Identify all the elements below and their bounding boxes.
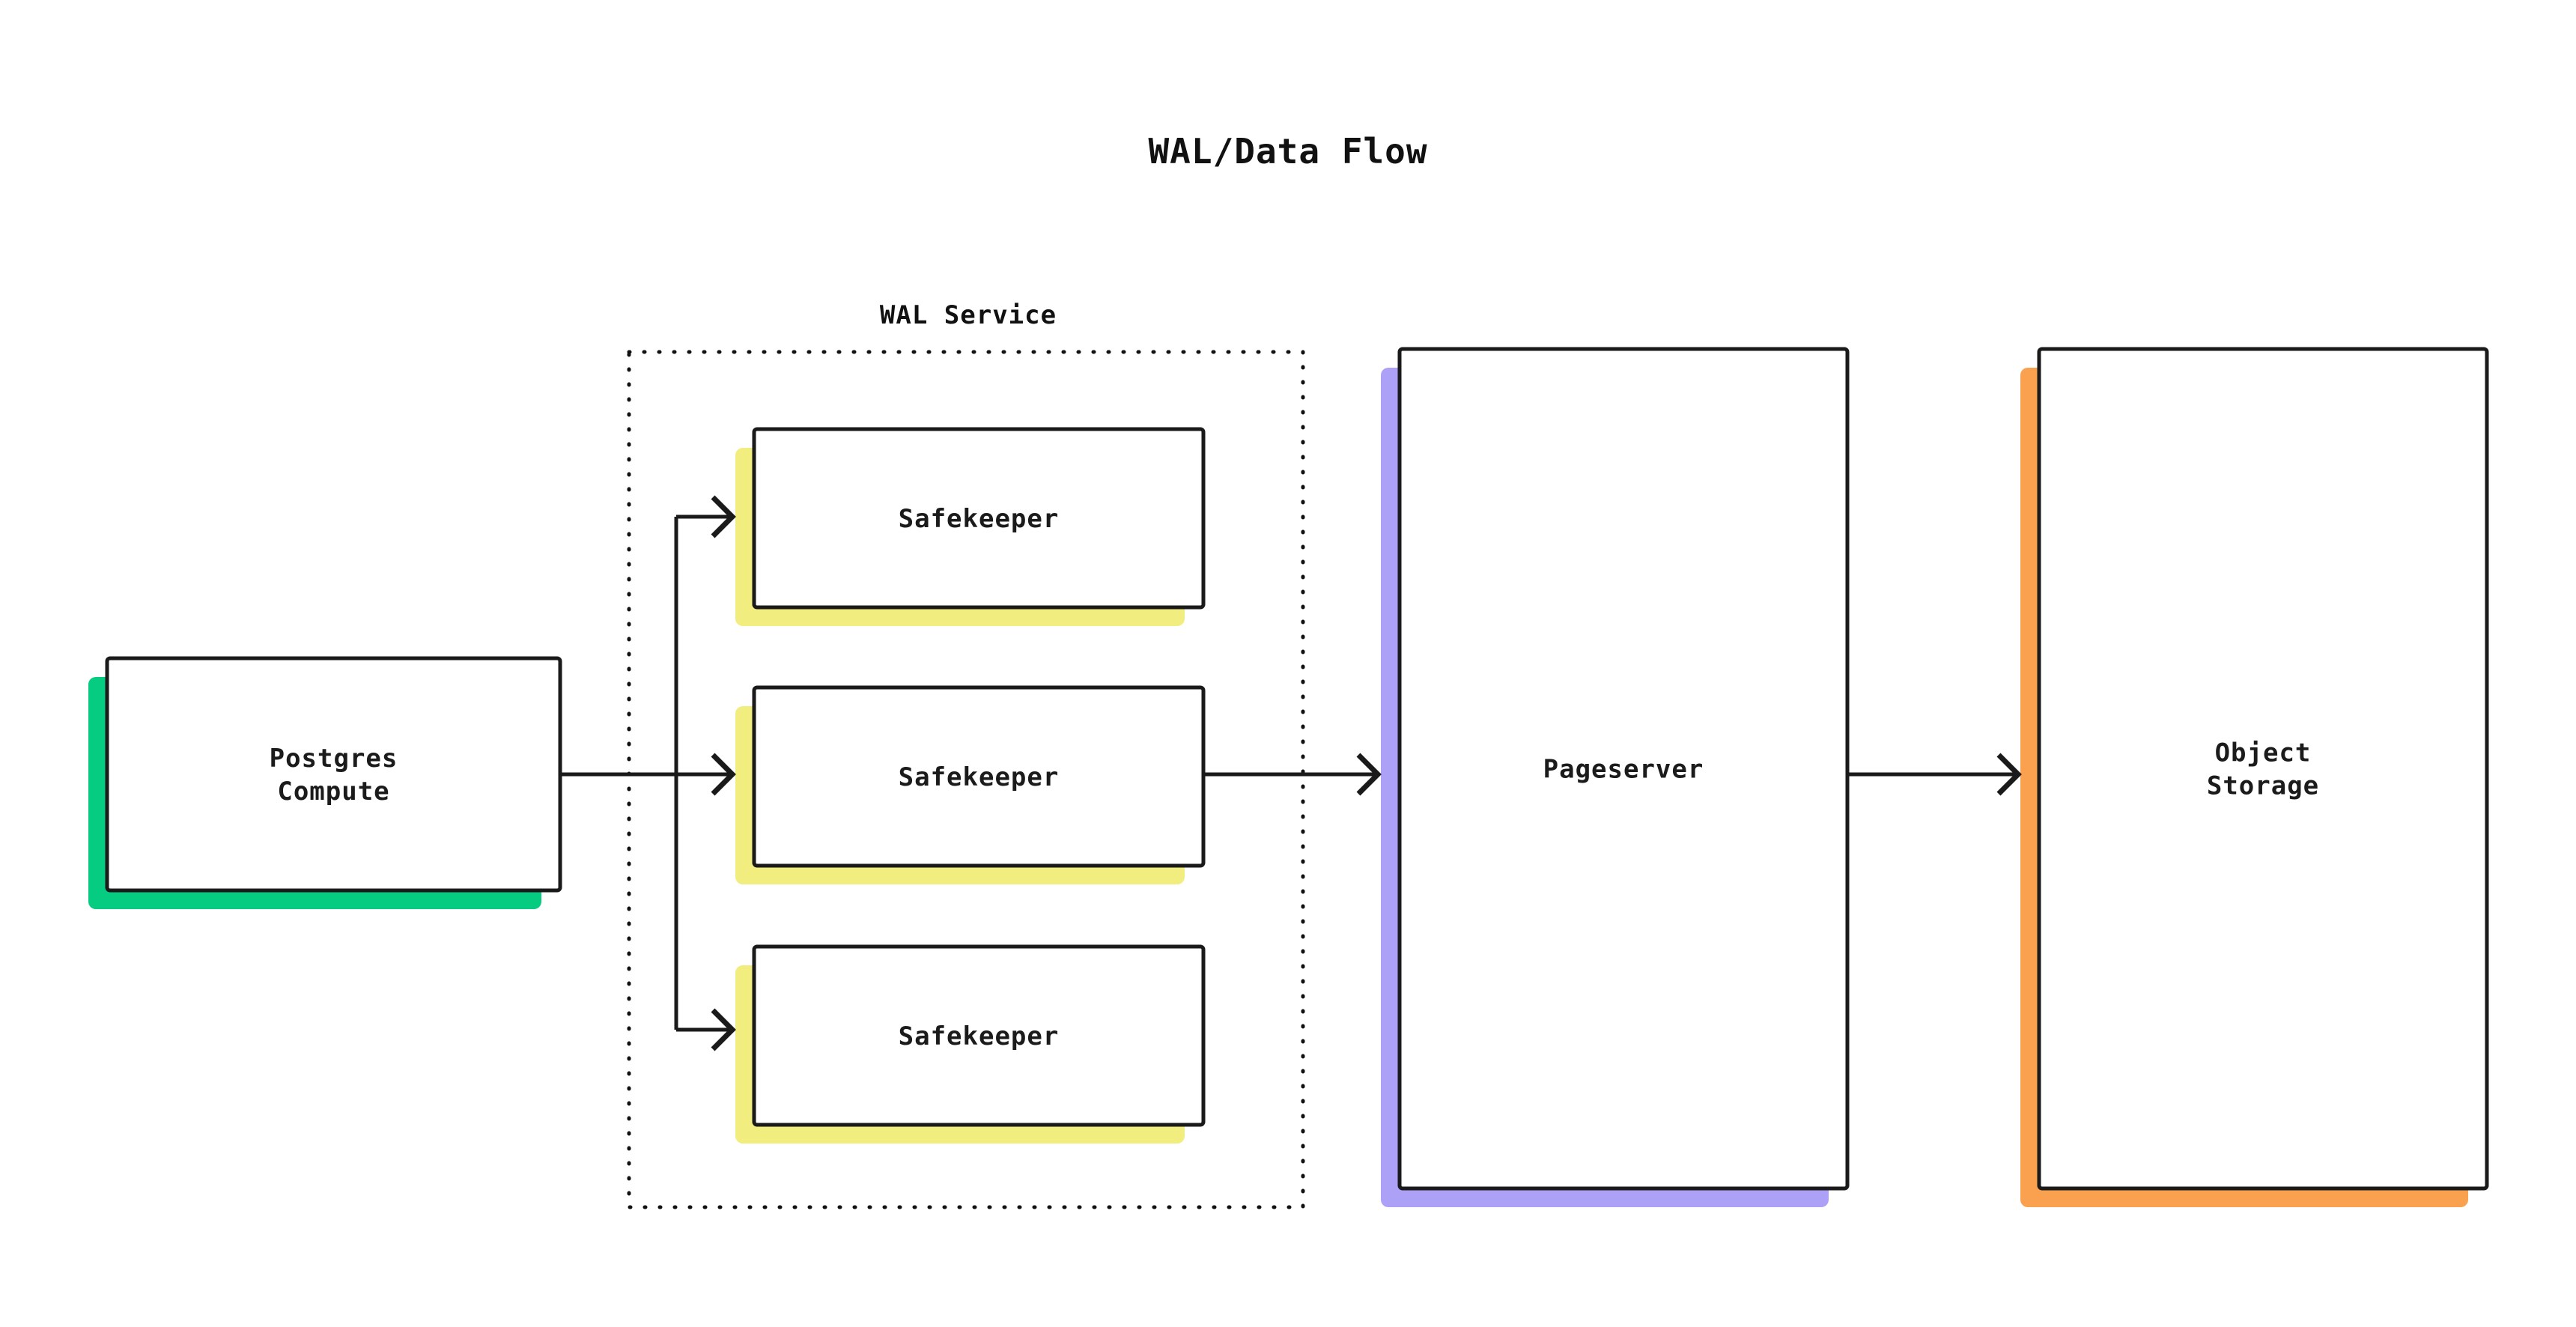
node-box-pageserver — [1397, 347, 1850, 1191]
edges-layer — [560, 495, 2022, 1051]
edge-branch-to-safekeeper-2 — [676, 753, 736, 796]
node-box-postgres-compute — [105, 656, 562, 893]
node-label-object-storage: Object — [2215, 738, 2312, 768]
node-label-pageserver: Pageserver — [1543, 755, 1704, 785]
edge-arrowhead-branch-to-safekeeper-3 — [711, 1008, 736, 1051]
node-label-postgres-compute: Postgres — [270, 744, 398, 774]
edge-branch-to-safekeeper-1 — [676, 495, 736, 538]
edge-safekeeper-2-to-pageserver — [1203, 753, 1382, 796]
edge-arrowhead-safekeeper-2-to-pageserver — [1356, 753, 1382, 796]
node-label-object-storage: Storage — [2207, 771, 2319, 801]
node-pageserver: Pageserver — [1381, 347, 1850, 1207]
node-label-postgres-compute: Compute — [277, 777, 389, 807]
node-label-safekeeper-2: Safekeeper — [899, 762, 1060, 792]
node-label-safekeeper-1: Safekeeper — [899, 504, 1060, 534]
nodes-layer: PostgresComputeSafekeeperSafekeeperSafek… — [88, 347, 2489, 1207]
edge-pageserver-to-object-storage — [1847, 753, 2022, 796]
node-box-safekeeper-1 — [752, 427, 1206, 610]
edge-branch-to-safekeeper-3 — [676, 1008, 736, 1051]
edge-arrowhead-branch-to-safekeeper-2 — [711, 753, 736, 796]
node-safekeeper-2: Safekeeper — [735, 685, 1206, 884]
wal-service-cluster-label: WAL Service — [880, 300, 1057, 330]
diagram-title: WAL/Data Flow — [1148, 131, 1427, 171]
node-box-safekeeper-2 — [752, 685, 1206, 868]
node-label-safekeeper-3: Safekeeper — [899, 1021, 1060, 1051]
node-safekeeper-1: Safekeeper — [735, 427, 1206, 626]
node-safekeeper-3: Safekeeper — [735, 944, 1206, 1144]
node-box-safekeeper-3 — [752, 944, 1206, 1127]
node-box-object-storage — [2037, 347, 2489, 1191]
edge-arrowhead-branch-to-safekeeper-1 — [711, 495, 736, 538]
edge-arrowhead-pageserver-to-object-storage — [1996, 753, 2022, 796]
